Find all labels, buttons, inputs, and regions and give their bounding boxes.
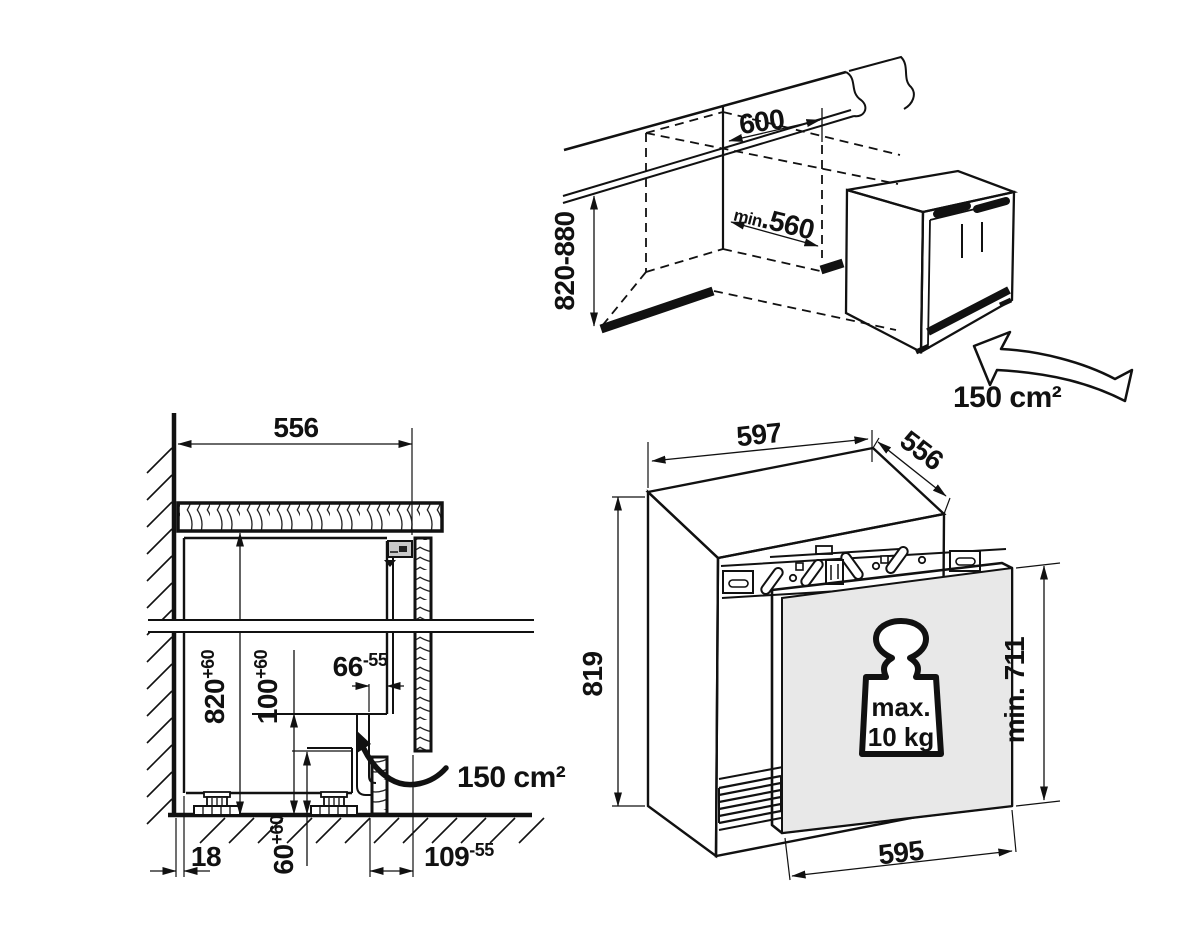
dim-depth-556: 556 [872,424,951,515]
door-handles-icon [933,197,1010,258]
dim-100-label: 100+60 [251,649,283,724]
appliance-3d-view: max. 10 kg 597 556 819 min. 711 595 [577,417,1061,881]
airflow-arrow-icon [356,730,449,788]
floor-hatching [199,817,545,844]
floor-vent-bar [599,286,715,334]
dim-66-label: 66-55 [333,650,388,682]
niche-perspective-view: 600 min.560 820-880 150 cm² [549,55,1134,414]
worktop [562,55,915,204]
dim-plinth-height-100: 100+60 [251,649,299,815]
dim-819-label: 819 [577,651,608,696]
airflow-arrow-icon [972,330,1134,403]
vent-area-label: 150 cm² [953,381,1062,414]
weight-value-label: 10 kg [868,722,935,752]
appliance-feet [914,297,1013,355]
fixing-bracket [384,540,413,567]
weight-max-label: max. [871,692,930,722]
dim-556-label: 556 [273,412,318,443]
vent-area-label: 150 cm² [457,761,566,794]
appliance-vent-strip [926,286,1011,336]
dim-wall-gap-18: 18 [150,796,222,877]
dim-door-width-595: 595 [784,809,1017,881]
dim-597-label: 597 [735,417,783,453]
dim-711-label: min. 711 [999,637,1030,744]
dim-niche-height-820: 820+60 [198,532,245,816]
vent-grille [718,766,784,831]
mounting-rail [720,545,1007,599]
cross-section-view: 556 820+60 100+60 60+60 66-55 18 109-55 … [146,412,566,877]
dim-60-label: 60+60 [267,815,299,875]
dim-door-min-height: min. 711 [999,562,1061,807]
dim-820-880-label: 820-880 [549,211,580,310]
dim-foot-60: 60+60 [267,751,312,875]
dim-560-label: min.560 [731,196,817,246]
dim-plinth-recess-109: 109-55 [369,755,495,877]
adjustable-foot [310,791,358,816]
dim-820-label: 820+60 [198,649,230,724]
weight-max-load-icon: max. 10 kg [859,618,944,757]
dim-556-label: 556 [894,424,949,476]
dim-18-label: 18 [191,841,221,872]
door-panel-section [413,536,433,753]
adjustable-foot [193,791,241,816]
dim-width-597: 597 [647,417,873,488]
dim-595-label: 595 [877,835,925,871]
dim-height-819: 819 [577,496,645,807]
worktop-section [176,501,444,533]
dim-600-label: 600 [737,103,786,140]
dim-niche-width: 600 [728,103,823,142]
appliance-box [844,169,1019,355]
dim-section-depth: 556 [177,412,413,535]
wall-hatching [146,447,173,825]
dim-109-label: 109-55 [424,840,494,872]
dim-niche-depth: min.560 [730,196,819,247]
dim-niche-height: 820-880 [549,195,599,327]
rear-vent-bar [819,258,845,275]
section-break [148,619,534,633]
dim-front-gap-66: 66-55 [333,650,404,712]
